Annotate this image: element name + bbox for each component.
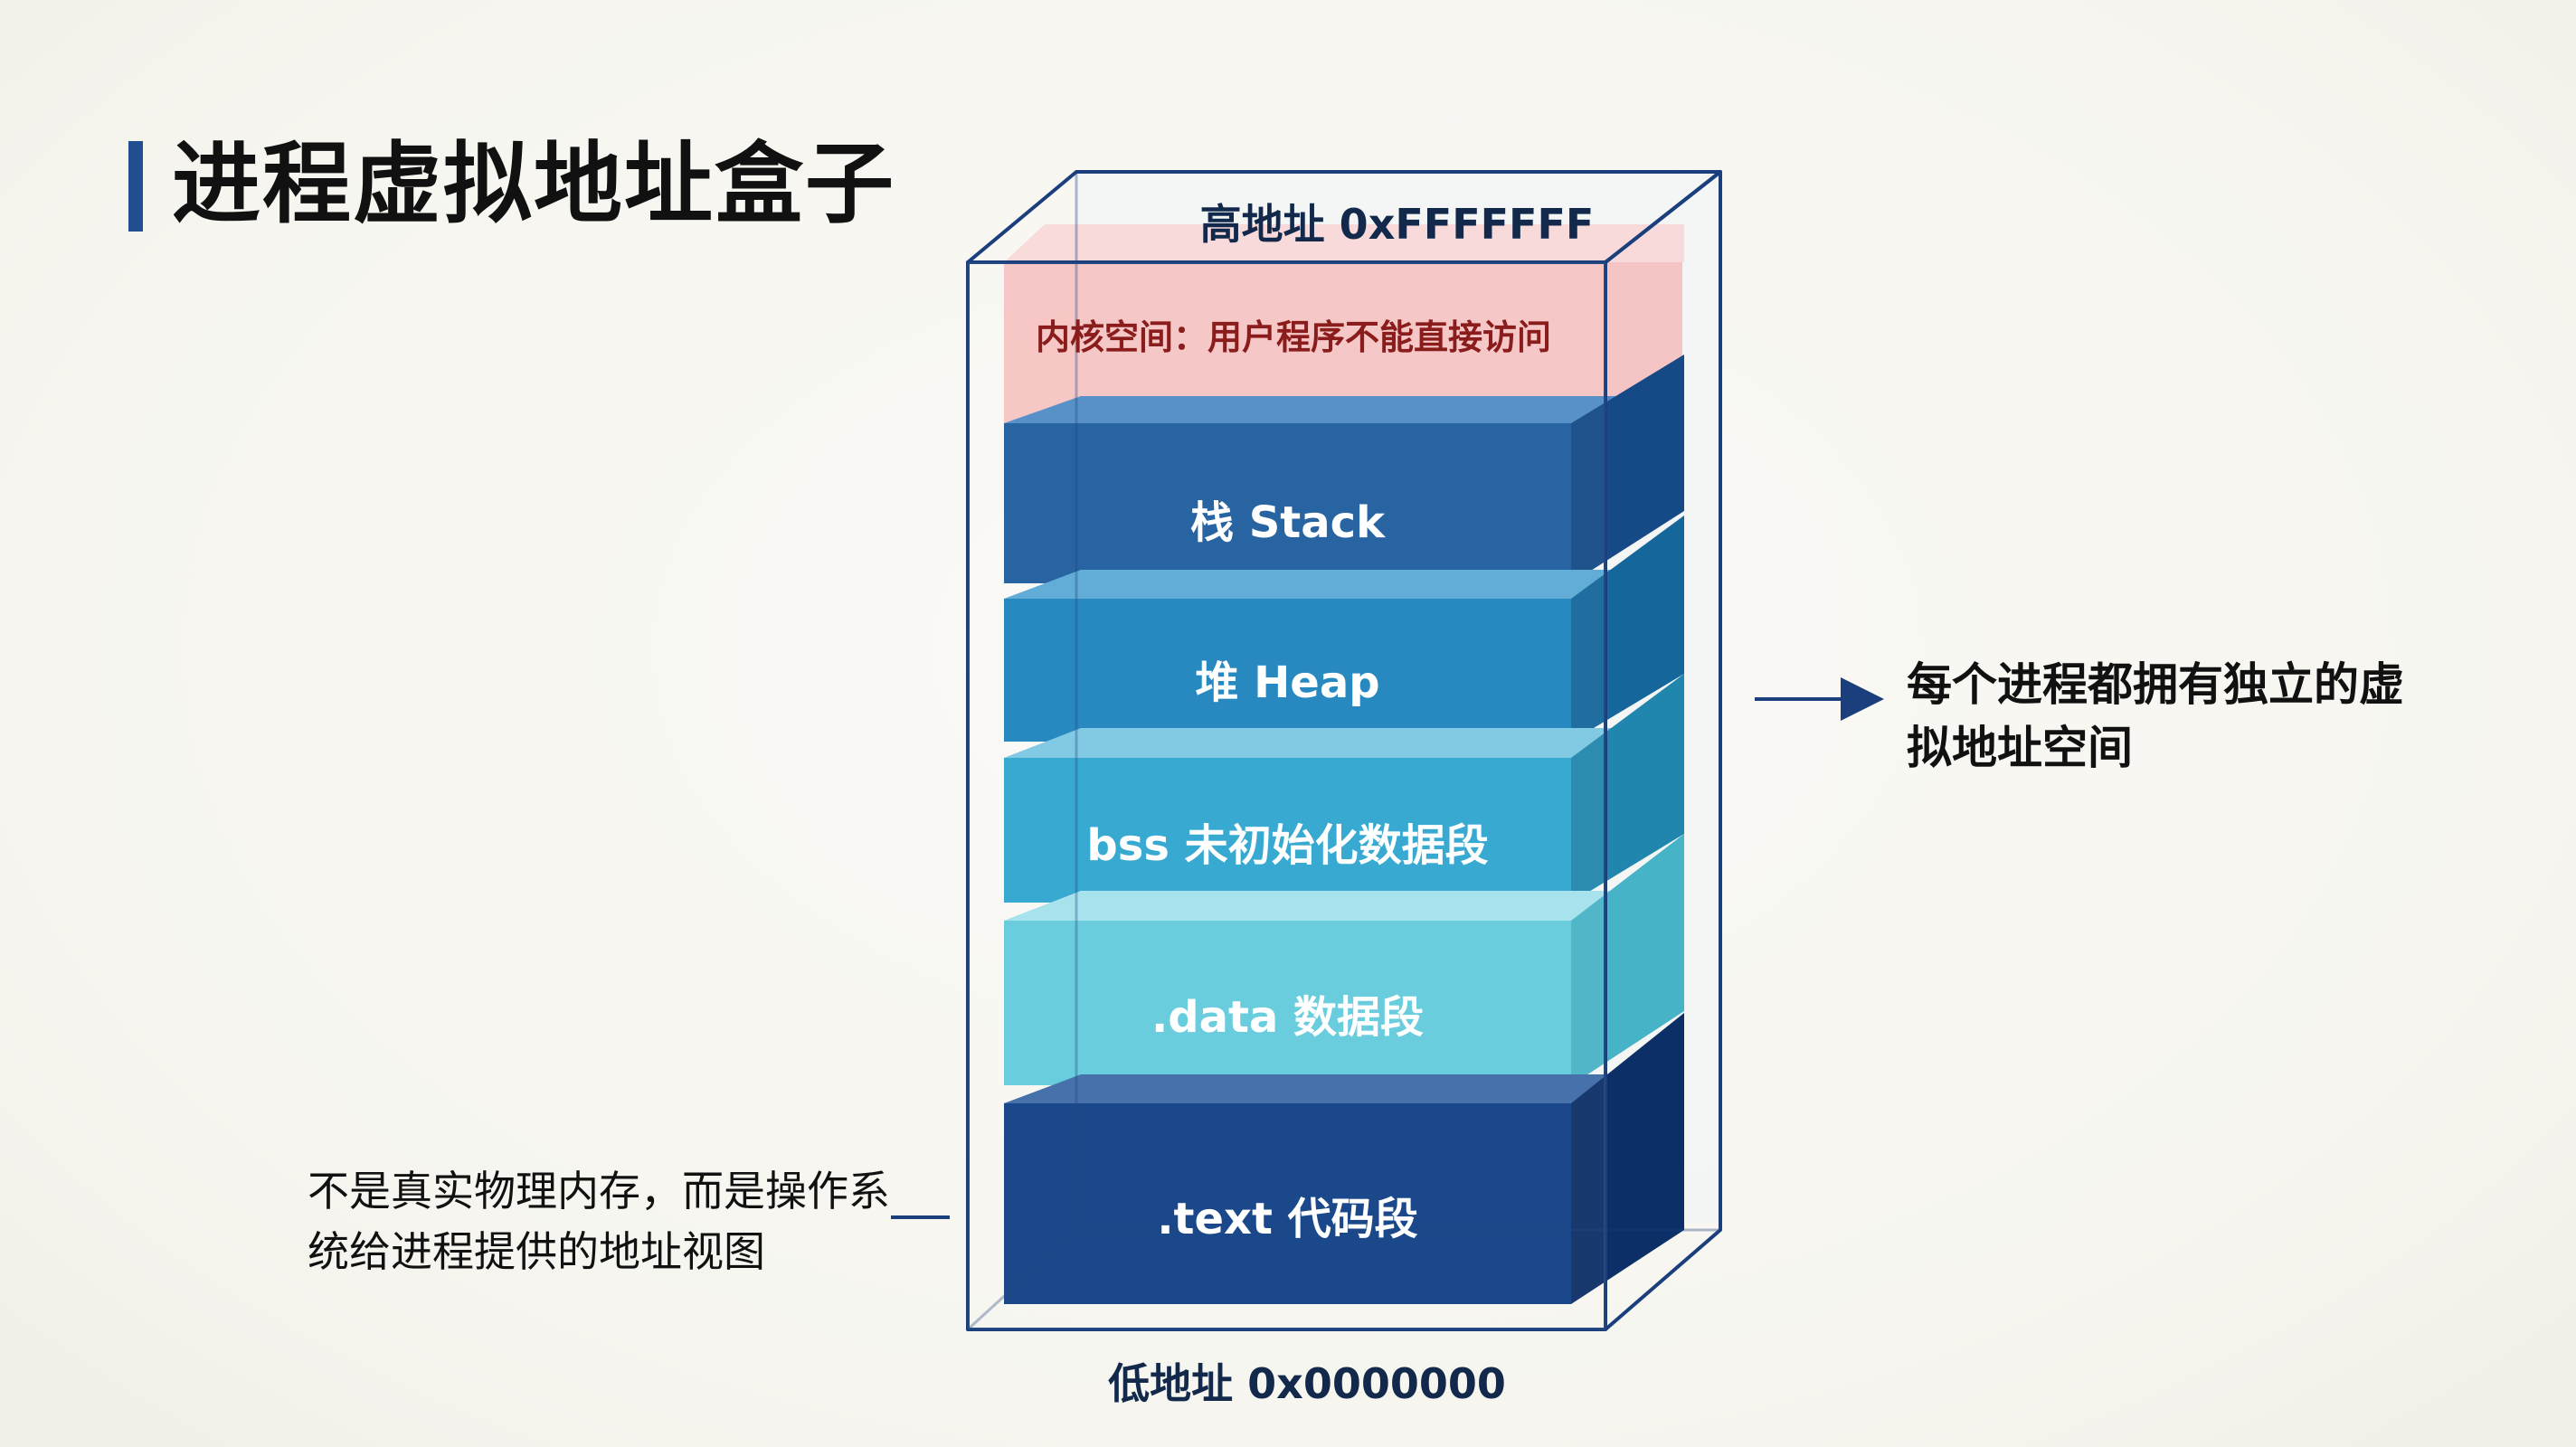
box-glass-front xyxy=(968,262,1605,1329)
box-frame xyxy=(966,170,1722,1331)
high-address-label: 高地址 0xFFFFFFF xyxy=(1199,200,1595,249)
title-accent-bar xyxy=(128,141,143,232)
right-note: 每个进程都拥有独立的虚拟地址空间 xyxy=(1907,658,2404,774)
kernel-space-label: 内核空间：用户程序不能直接访问 xyxy=(1035,317,1551,357)
memory-layers xyxy=(1004,355,1684,1304)
layer-data xyxy=(1004,834,1684,1085)
kernel-space-block xyxy=(1004,224,1684,425)
layer-bss xyxy=(1004,674,1684,903)
layer-text-label: .text 代码段 xyxy=(1157,1194,1418,1244)
layer-data-label: .data 数据段 xyxy=(1151,992,1425,1043)
layer-bss-label: bss 未初始化数据段 xyxy=(1086,820,1489,871)
page-title: 进程虚拟地址盒子 xyxy=(172,133,896,236)
layer-text xyxy=(1004,1013,1684,1304)
layer-stack xyxy=(1004,355,1684,583)
layer-stack-label: 栈 Stack xyxy=(1190,497,1385,548)
layer-heap xyxy=(1004,515,1684,742)
layer-heap-label: 堆 Heap xyxy=(1195,657,1380,708)
left-note: 不是真实物理内存，而是操作系统给进程提供的地址视图 xyxy=(308,1167,890,1276)
low-address-label: 低地址 0x0000000 xyxy=(1108,1359,1506,1408)
